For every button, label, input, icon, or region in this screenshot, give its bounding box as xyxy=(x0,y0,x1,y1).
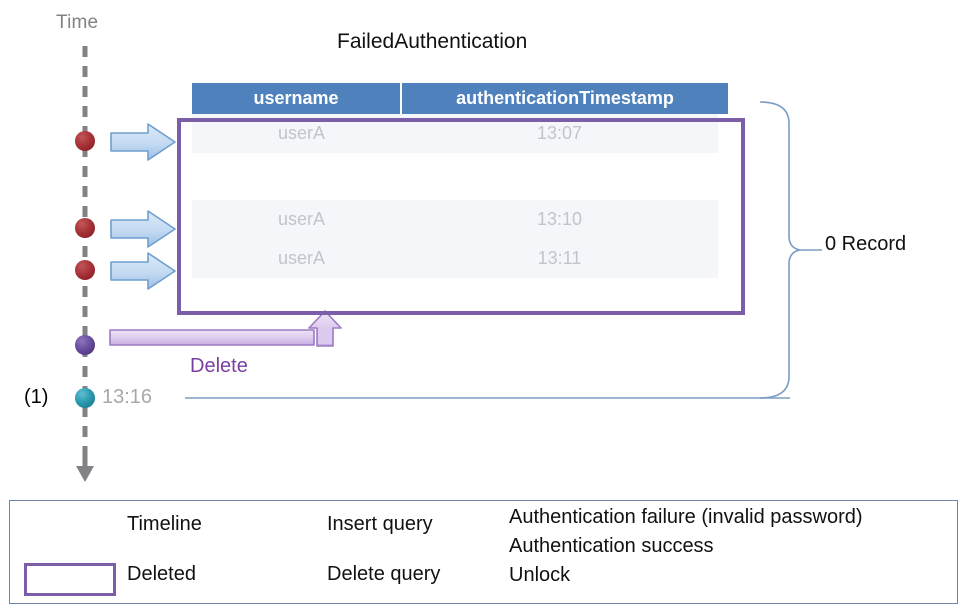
table-header-row: username authenticationTimestamp xyxy=(192,83,728,114)
event-dot-unlock xyxy=(75,335,95,355)
cell-username: userA xyxy=(202,239,401,278)
legend-deleted-rect-icon xyxy=(24,563,116,596)
row-spacer xyxy=(192,114,202,153)
step-marker-label: (1) xyxy=(24,386,49,408)
column-header-username: username xyxy=(192,83,402,114)
delete-arrow-bent xyxy=(109,310,342,347)
event-dot-auth-failure-3 xyxy=(75,260,95,280)
record-brace xyxy=(759,101,822,399)
row-spacer xyxy=(192,239,202,278)
event-dot-auth-failure-1 xyxy=(75,131,95,151)
time-axis-label: Time xyxy=(56,12,99,33)
delete-operation-label: Delete xyxy=(190,355,248,377)
diagram-title: FailedAuthentication xyxy=(337,30,528,53)
auth-success-time-label: 13:16 xyxy=(102,386,153,408)
table-row: userA 13:11 xyxy=(192,239,728,278)
legend-label-deleted: Deleted xyxy=(127,563,196,585)
cell-timestamp: 13:10 xyxy=(401,200,718,239)
legend-label-unlock: Unlock xyxy=(509,564,571,586)
legend-label-timeline: Timeline xyxy=(127,513,202,535)
legend-label-insert-query: Insert query xyxy=(327,513,433,535)
legend-label-auth-success: Authentication success xyxy=(509,535,714,557)
insert-arrow-1 xyxy=(110,123,176,161)
table-row: userA 13:10 xyxy=(192,200,728,239)
cell-username: userA xyxy=(202,200,401,239)
timeline-axis xyxy=(76,46,94,482)
legend-label-auth-failure: Authentication failure (invalid password… xyxy=(509,506,863,528)
event-dot-auth-success xyxy=(75,388,95,408)
legend-label-delete-query: Delete query xyxy=(327,563,441,585)
record-count-label: 0 Record xyxy=(825,233,907,255)
event-dot-auth-failure-2 xyxy=(75,218,95,238)
insert-arrow-2 xyxy=(110,210,176,248)
cell-timestamp: 13:11 xyxy=(401,239,718,278)
row-spacer xyxy=(192,200,202,239)
deleted-records-frame xyxy=(177,118,745,315)
insert-arrow-3 xyxy=(110,252,176,290)
column-header-timestamp: authenticationTimestamp xyxy=(456,88,674,108)
legend-box xyxy=(9,500,958,604)
